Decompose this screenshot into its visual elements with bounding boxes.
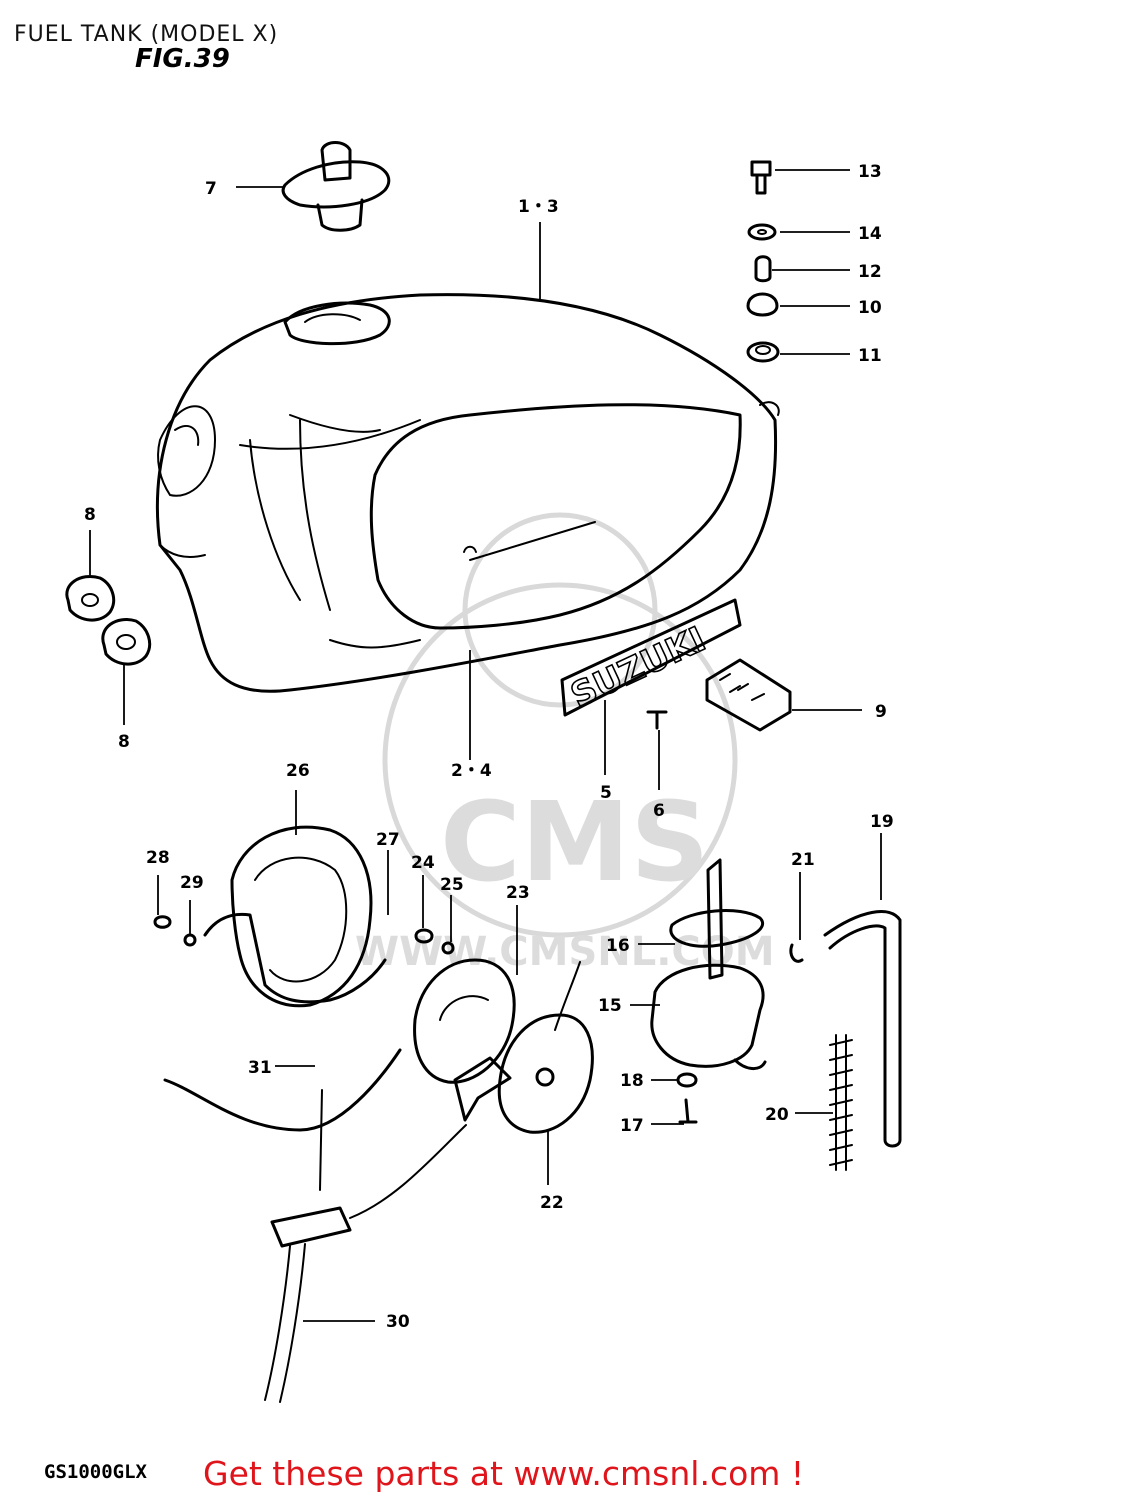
fuel-tank [156, 293, 780, 693]
mount-hardware [746, 160, 780, 363]
callout-20: 20 [765, 1105, 789, 1125]
callout-29: 29 [180, 873, 204, 893]
leader-lines [89, 169, 882, 1322]
callout-24: 24 [411, 853, 435, 873]
callout-18: 18 [620, 1071, 644, 1091]
callout-1-3: 1・3 [518, 197, 559, 217]
callout-28: 28 [146, 848, 170, 868]
callout-11: 11 [858, 346, 882, 366]
callout-23: 23 [506, 883, 530, 903]
callout-22: 22 [540, 1193, 564, 1213]
callout-10: 10 [858, 298, 882, 318]
callout-27: 27 [376, 830, 400, 850]
wire-harness [163, 1048, 467, 1403]
screw-6 [646, 710, 668, 730]
fuel-cap [281, 141, 391, 232]
cushions [65, 575, 152, 666]
callout-26: 26 [286, 761, 310, 781]
hose-assembly [789, 910, 902, 1171]
callout-labels: 1・3 2・4 5 6 7 8 8 9 10 11 12 13 14 15 16… [84, 162, 894, 1332]
watermark-brand: CMS [440, 778, 709, 906]
callout-25: 25 [440, 875, 464, 895]
watermark: CMS WWW.CMSNL.COM [355, 512, 775, 975]
callout-8-upper: 8 [84, 505, 96, 525]
small-screws [153, 915, 698, 1124]
callout-30: 30 [386, 1312, 410, 1332]
parts-ad-link[interactable]: Get these parts at www.cmsnl.com ! [203, 1454, 805, 1493]
watermark-url: WWW.CMSNL.COM [355, 929, 775, 975]
gauge-plate [203, 825, 387, 1008]
callout-8-lower: 8 [118, 732, 130, 752]
model-code: GS1000GLX [44, 1461, 147, 1483]
fuel-cock [650, 858, 767, 1070]
callout-9: 9 [875, 702, 887, 722]
callout-16: 16 [606, 936, 630, 956]
callout-31: 31 [248, 1058, 272, 1078]
callout-13: 13 [858, 162, 882, 182]
page-title: FUEL TANK (MODEL X) [14, 22, 279, 47]
callout-15: 15 [598, 996, 622, 1016]
callout-2-4: 2・4 [451, 761, 492, 781]
callout-6: 6 [653, 801, 665, 821]
figure-number: FIG.39 [135, 44, 230, 74]
callout-14: 14 [858, 224, 882, 244]
callout-19: 19 [870, 812, 894, 832]
rubber-pad [705, 658, 792, 732]
callout-12: 12 [858, 262, 882, 282]
suzuki-emblem: SUZUKI [560, 598, 742, 717]
callout-7: 7 [205, 179, 217, 199]
callout-5: 5 [600, 783, 612, 803]
callout-21: 21 [791, 850, 815, 870]
fuel-gauge-unit [413, 958, 594, 1134]
callout-17: 17 [620, 1116, 644, 1136]
